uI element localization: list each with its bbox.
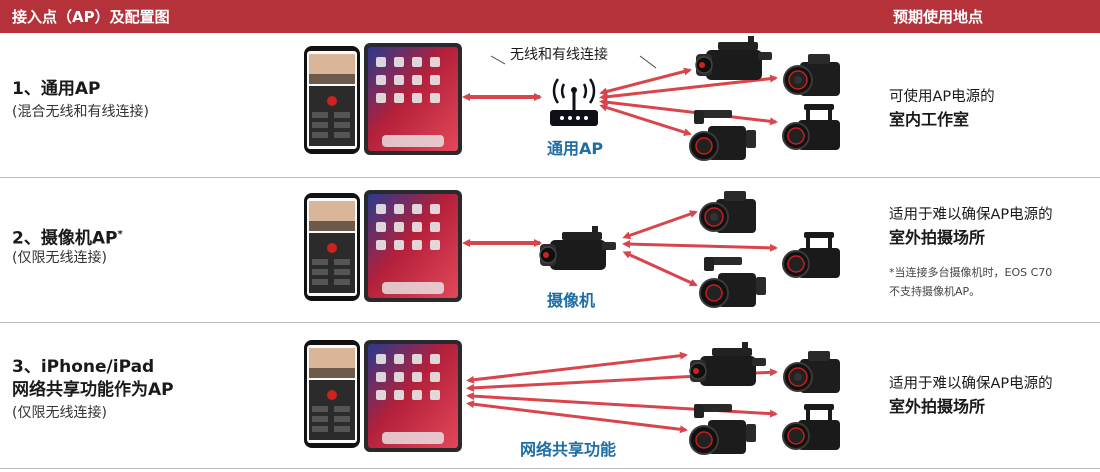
row-divider — [0, 468, 1100, 469]
row2-cinema-camera-icon — [699, 190, 757, 234]
row2-tablet-icon — [364, 190, 462, 302]
row-divider — [0, 177, 1100, 178]
row2-title-mark: * — [117, 229, 123, 240]
row1-router-icon — [548, 77, 600, 128]
row2-subtitle: (仅限无线连接) — [12, 250, 107, 266]
row3-subtitle: (仅限无线连接) — [12, 405, 107, 421]
row2-smartphone-icon — [304, 193, 360, 301]
row1-location-line2: 室内工作室 — [889, 110, 970, 129]
row2-title: 2、摄像机AP* — [12, 228, 123, 249]
row2-rig-camera-icon — [699, 256, 767, 308]
row3-location-line2: 室外拍摄场所 — [889, 397, 986, 416]
row3-center-label: 网络共享功能 — [520, 440, 617, 459]
header-location-title: 预期使用地点 — [893, 8, 984, 26]
row2-camcorder-icon — [539, 225, 617, 271]
row1-location-line1: 可使用AP电源的 — [889, 89, 995, 105]
row2-center-label: 摄像机 — [547, 291, 596, 310]
row1-title: 1、通用AP — [12, 79, 101, 99]
row1-center-label: 通用AP — [547, 139, 604, 158]
row3-cinema-camera-icon — [783, 350, 841, 394]
row2-location-line2: 室外拍摄场所 — [889, 228, 986, 247]
row3-tablet-icon — [364, 340, 462, 452]
header-title: 接入点（AP）及配置图 — [12, 8, 170, 26]
header-bar: 接入点（AP）及配置图 预期使用地点 — [0, 0, 1100, 33]
row1-handle-camera-icon — [782, 103, 841, 151]
row1-cinema-camera-icon — [783, 53, 841, 97]
row3-title-line1: 3、iPhone/iPad — [12, 357, 155, 377]
row1-camcorder-icon — [695, 35, 773, 81]
row1-subtitle: (混合无线和有线连接) — [12, 104, 149, 120]
row3-title-line2: 网络共享功能作为AP — [12, 380, 174, 400]
row2-note-line1: *当连接多台摄像机时，EOS C70 — [889, 266, 1053, 279]
row1-wire-label: 无线和有线连接 — [510, 47, 608, 63]
row3-handle-camera-icon — [782, 403, 841, 451]
row3-location-line1: 适用于难以确保AP电源的 — [889, 376, 1053, 392]
row1-tablet-icon — [364, 43, 462, 155]
row3-smartphone-icon — [304, 340, 360, 448]
row2-note-line2: 不支持摄像机AP。 — [889, 285, 981, 298]
row2-handle-camera-icon — [782, 231, 841, 279]
row-divider — [0, 322, 1100, 323]
row2-location-line1: 适用于难以确保AP电源的 — [889, 207, 1053, 223]
row3-camcorder-icon — [689, 341, 767, 387]
row1-smartphone-icon — [304, 46, 360, 154]
